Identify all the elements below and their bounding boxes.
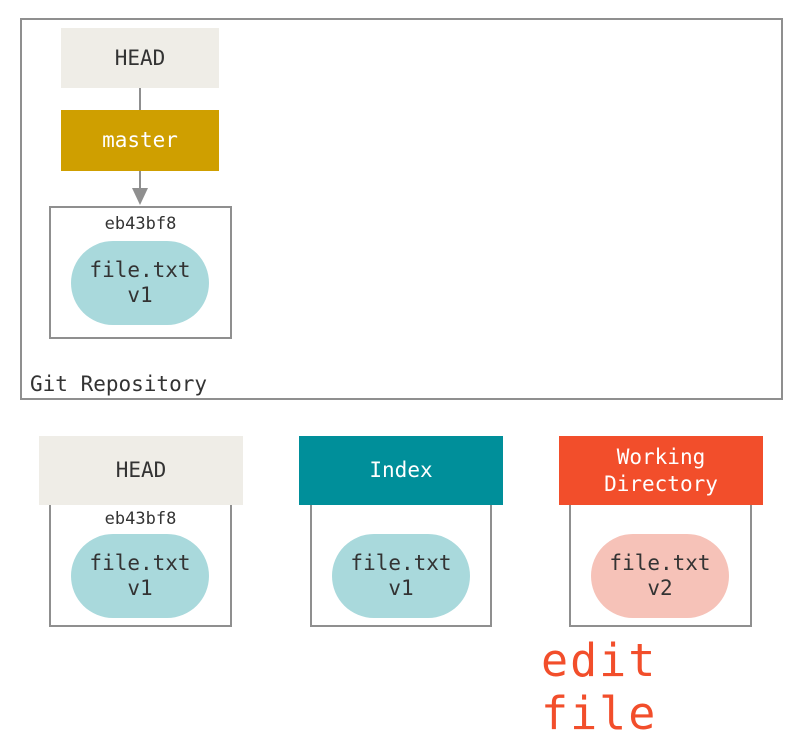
branch-master: master: [61, 110, 219, 171]
master-to-commit-arrowhead: [132, 188, 148, 205]
head-tree-sha: eb43bf8: [104, 509, 177, 529]
repo-commit-sha: eb43bf8: [104, 214, 177, 234]
git-repository-frame: [20, 18, 783, 400]
head-tree-header: HEAD: [39, 436, 243, 505]
edit-file-caption: edit file: [541, 634, 658, 740]
connector-lines: [132, 88, 148, 205]
git-repository-label: Git Repository: [30, 372, 208, 396]
working-directory-file-blob: file.txt v2: [591, 534, 729, 618]
repo-head-pointer: HEAD: [61, 28, 219, 88]
index-tree-header: Index: [299, 436, 503, 505]
index-tree-file-blob: file.txt v1: [332, 534, 470, 618]
head-tree-file-blob: file.txt v1: [71, 534, 209, 618]
working-directory-header: Working Directory: [559, 436, 763, 505]
repo-commit-file-blob: file.txt v1: [71, 241, 209, 325]
